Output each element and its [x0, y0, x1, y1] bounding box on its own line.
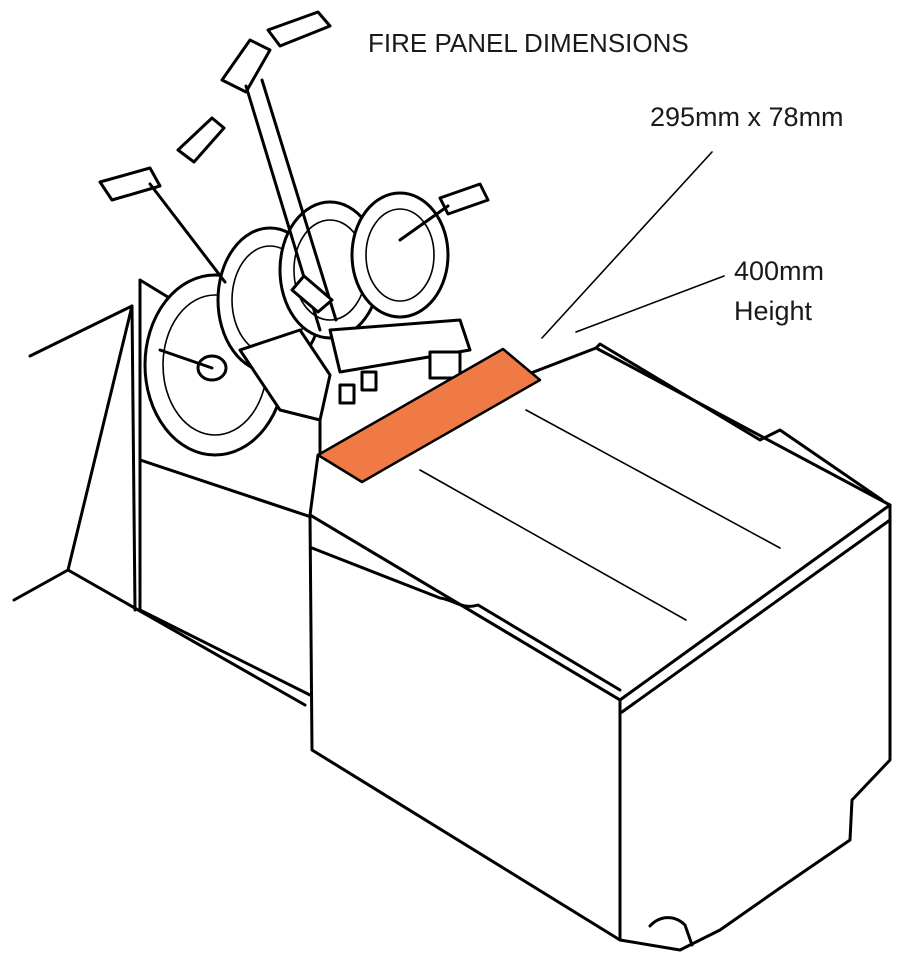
bench-outline — [12, 304, 307, 707]
height-word-label: Height — [734, 296, 813, 326]
height-value-label: 400mm — [734, 256, 824, 286]
machine-head — [98, 10, 490, 457]
panel-size-label: 295mm x 78mm — [650, 102, 844, 132]
fire-panel — [316, 347, 542, 484]
tray-box — [308, 342, 892, 952]
diagram-title: FIRE PANEL DIMENSIONS — [368, 28, 689, 58]
height-leader-line — [575, 275, 725, 333]
panel-size-leader-line — [541, 151, 713, 339]
